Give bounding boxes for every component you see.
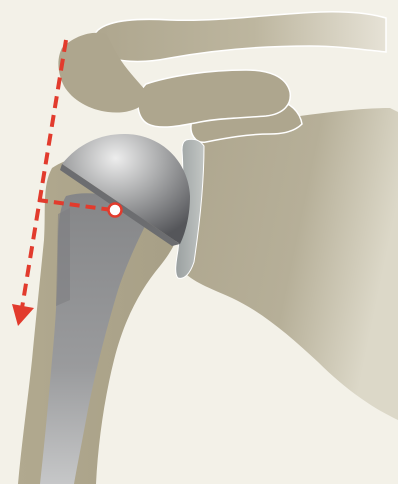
stem-fin <box>56 208 70 306</box>
center-of-rotation-marker <box>109 204 122 217</box>
